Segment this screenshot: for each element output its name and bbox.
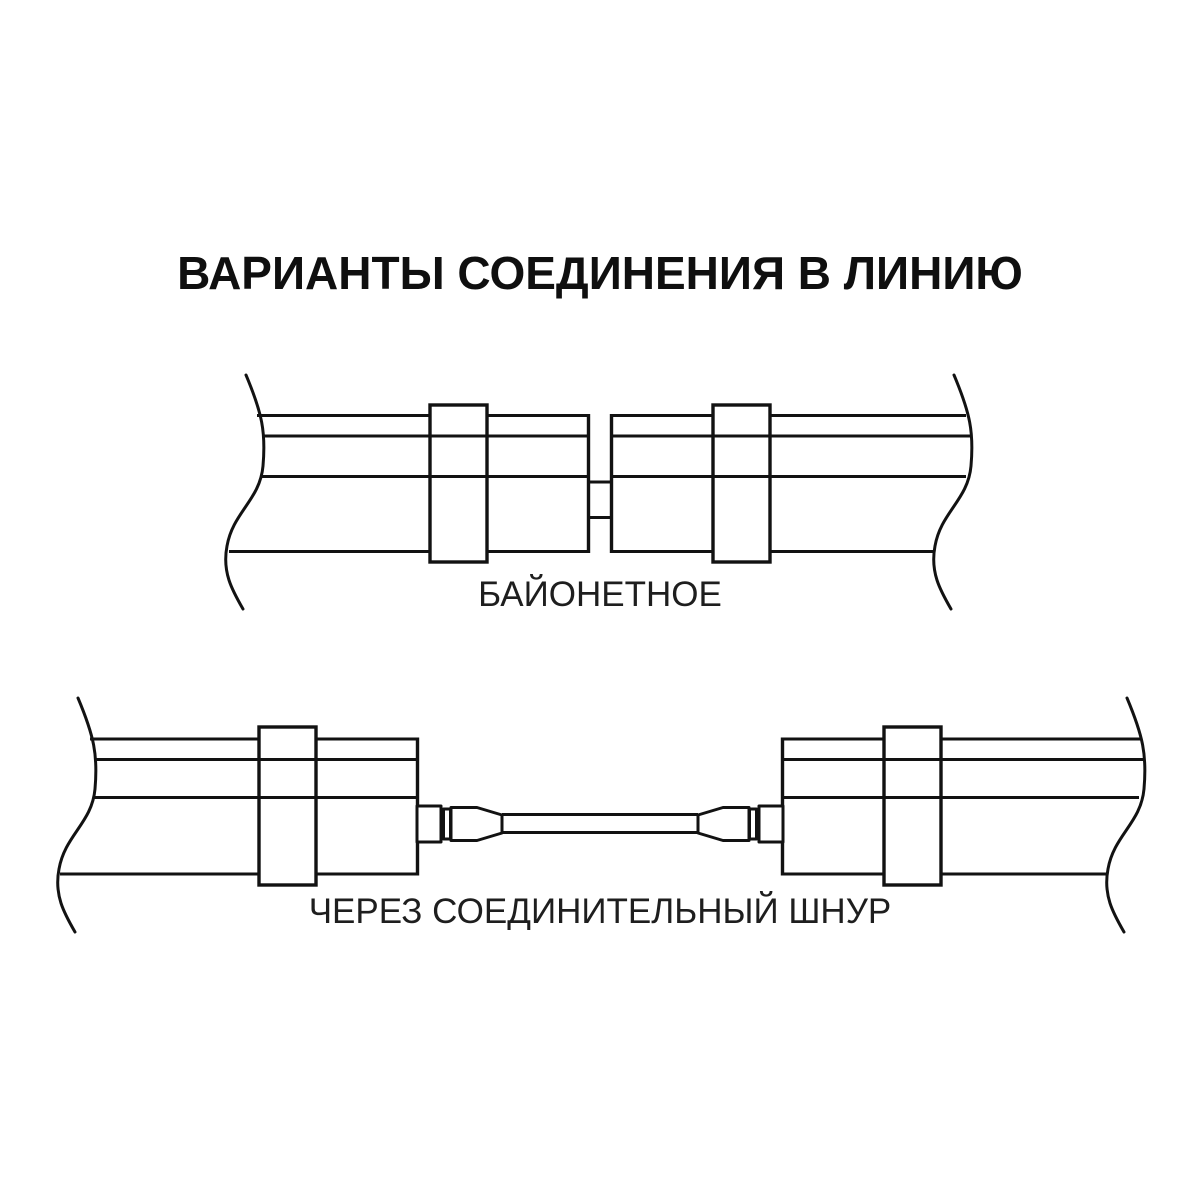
mount-clip	[711, 403, 772, 564]
cord-plug	[696, 806, 751, 842]
page-title: ВАРИАНТЫ СОЕДИНЕНИЯ В ЛИНИЮ	[177, 247, 1023, 299]
plug-collar	[442, 807, 452, 841]
cord-plug	[449, 806, 504, 842]
diagram-cord-label: ЧЕРЕЗ СОЕДИНИТЕЛЬНЫЙ ШНУР	[308, 892, 892, 931]
break-mark-left	[224, 373, 266, 611]
diagram-bayonet-label: БАЙОНЕТНОЕ	[478, 575, 722, 614]
mount-clip	[257, 725, 318, 887]
plug-collar	[748, 807, 758, 841]
break-mark-right	[1105, 696, 1147, 934]
diagram-cord	[56, 696, 1147, 934]
diagram-bayonet	[224, 373, 974, 611]
connector-stub	[415, 804, 443, 844]
mount-clip	[428, 403, 489, 564]
break-mark-right	[932, 373, 974, 611]
break-mark-left	[56, 696, 98, 934]
mount-clip	[882, 725, 943, 887]
connector-stub	[757, 804, 785, 844]
